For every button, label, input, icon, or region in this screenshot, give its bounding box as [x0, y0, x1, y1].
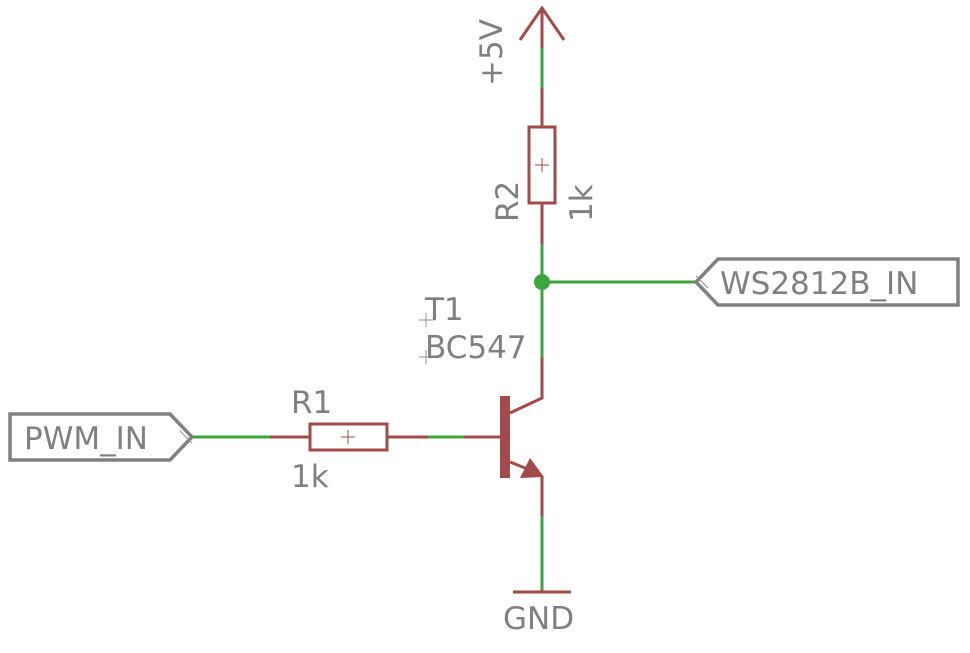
t1-value-label: BC547	[425, 330, 527, 366]
output-port-flag[interactable]: WS2812B_IN	[693, 257, 960, 307]
r2-value-label: 1k	[564, 184, 600, 222]
resistor-r1[interactable]	[270, 422, 428, 452]
ground-label: GND	[503, 601, 574, 637]
transistor-emitter-arrow	[520, 458, 544, 478]
input-port-label: PWM_IN	[24, 421, 148, 457]
resistor-r2[interactable]	[527, 88, 557, 244]
ground-symbol	[513, 590, 571, 594]
junction-dot	[534, 274, 550, 290]
transistor-t1[interactable]	[464, 358, 544, 516]
t1-name-label: T1	[424, 292, 464, 328]
transistor-collector-lead	[509, 358, 544, 415]
input-port-flag[interactable]: PWM_IN	[8, 412, 195, 462]
wires	[192, 48, 696, 590]
supply-symbol	[518, 5, 566, 48]
r1-name-label: R1	[291, 385, 332, 421]
output-port-label: WS2812B_IN	[720, 266, 918, 302]
r1-value-label: 1k	[291, 459, 329, 495]
transistor-origin-marks	[419, 313, 433, 364]
supply-label: +5V	[474, 19, 510, 86]
r2-name-label: R2	[490, 181, 526, 222]
